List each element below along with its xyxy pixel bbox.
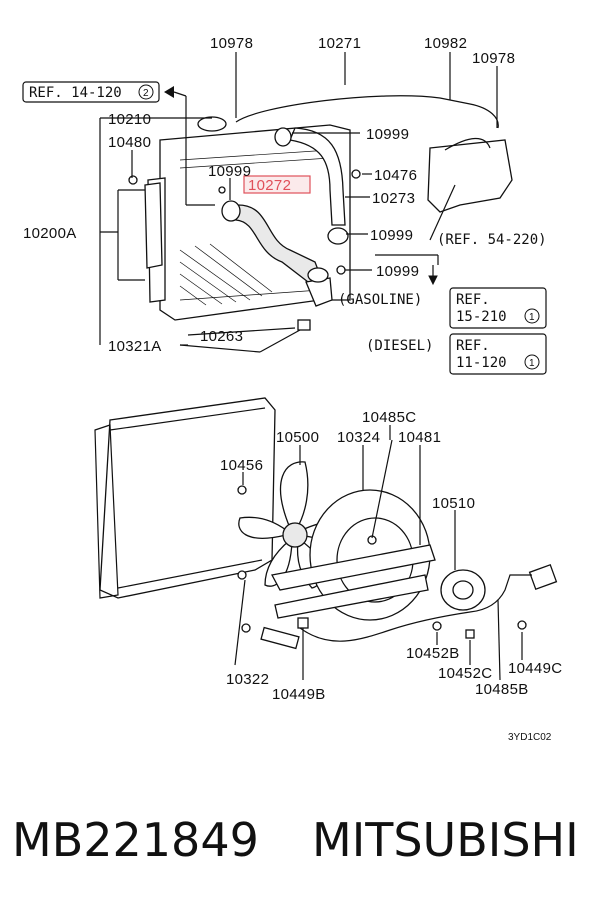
label-ref-54-220[interactable]: (REF. 54-220) <box>437 232 547 248</box>
label-10982[interactable]: 10982 <box>424 35 467 52</box>
brand-name: MITSUBISHI <box>312 813 579 867</box>
ref-15-210-b: 15-210 <box>456 309 507 325</box>
ref-14-120-text: REF. 14-120 <box>29 85 122 101</box>
label-10271[interactable]: 10271 <box>318 35 361 52</box>
label-10978-a[interactable]: 10978 <box>210 35 253 52</box>
label-10452B[interactable]: 10452B <box>406 645 460 662</box>
ref-15-210-box[interactable]: REF. 15-210 1 <box>449 287 547 329</box>
label-10449C[interactable]: 10449C <box>508 660 562 677</box>
label-10324[interactable]: 10324 <box>337 429 380 446</box>
label-10476[interactable]: 10476 <box>374 167 417 184</box>
label-10263[interactable]: 10263 <box>200 328 243 345</box>
part-number: MB221849 <box>12 813 259 867</box>
label-10272[interactable]: 10272 <box>248 177 291 194</box>
label-10485C[interactable]: 10485C <box>362 409 416 426</box>
ref-11-120-box[interactable]: REF. 11-120 1 <box>449 333 547 375</box>
labels-lower: 10485C 10500 10324 10481 10456 10510 104… <box>220 409 562 743</box>
label-10481[interactable]: 10481 <box>398 429 441 446</box>
diagram-code: 3YD1C02 <box>508 732 552 743</box>
label-gasoline: (GASOLINE) <box>338 292 422 308</box>
label-10999-a[interactable]: 10999 <box>366 126 409 143</box>
fan-shroud-assembly <box>94 397 558 650</box>
label-10452C[interactable]: 10452C <box>438 665 492 682</box>
label-10456[interactable]: 10456 <box>220 457 263 474</box>
label-10999-c[interactable]: 10999 <box>370 227 413 244</box>
ref-14-120-num: 2 <box>143 88 149 99</box>
radiator-upper <box>128 95 513 331</box>
label-10510[interactable]: 10510 <box>432 495 475 512</box>
ref-15-210-num: 1 <box>529 312 535 323</box>
labels-upper: 10978 10271 10982 10978 10210 10480 1099… <box>23 35 547 355</box>
label-10485B[interactable]: 10485B <box>475 681 529 698</box>
label-10999-d[interactable]: 10999 <box>376 263 419 280</box>
ref-11-120-b: 11-120 <box>456 355 507 371</box>
label-10273[interactable]: 10273 <box>372 190 415 207</box>
ref-14-120-box[interactable]: REF. 14-120 2 <box>22 81 160 103</box>
footer: MB221849 MITSUBISHI <box>0 800 600 880</box>
highlight-10272 <box>243 175 311 194</box>
reference-arrows <box>164 86 438 286</box>
label-10321A[interactable]: 10321A <box>108 338 162 355</box>
ref-15-210-a: REF. <box>456 292 490 308</box>
label-10322[interactable]: 10322 <box>226 671 269 688</box>
leader-lines-upper <box>99 52 498 353</box>
label-10978-b[interactable]: 10978 <box>472 50 515 67</box>
label-diesel: (DIESEL) <box>366 338 433 354</box>
leader-lines-lower <box>234 425 523 681</box>
label-10500[interactable]: 10500 <box>276 429 319 446</box>
ref-11-120-num: 1 <box>529 358 535 369</box>
label-10999-b[interactable]: 10999 <box>208 163 251 180</box>
ref-11-120-a: REF. <box>456 338 490 354</box>
label-10200A[interactable]: 10200A <box>23 225 77 242</box>
label-10449B[interactable]: 10449B <box>272 686 326 703</box>
label-10480[interactable]: 10480 <box>108 134 151 151</box>
label-10210[interactable]: 10210 <box>108 111 151 128</box>
